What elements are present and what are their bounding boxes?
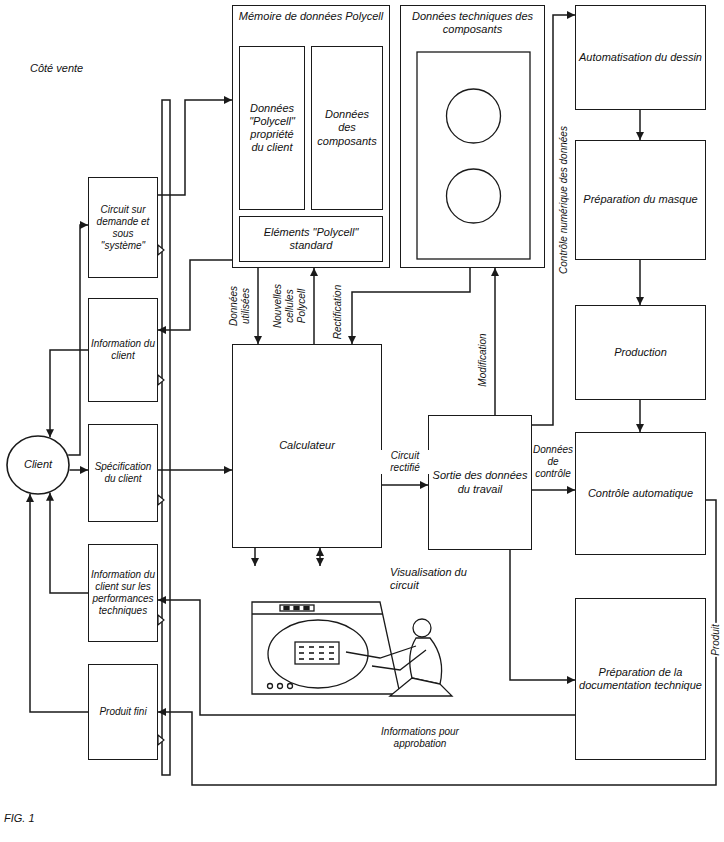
connector-label: Données de contrôle <box>532 444 574 480</box>
connector-arrow <box>532 489 575 491</box>
node-text: Visualisation du circuit <box>390 566 480 592</box>
connector-arrow <box>50 493 88 593</box>
sales-box: Information du client sur les performanc… <box>88 544 158 642</box>
connector-label: Circuit rectifié <box>381 450 429 474</box>
connector-arrow <box>68 225 88 455</box>
connector-label: Rectification <box>332 284 344 340</box>
console-art <box>240 566 480 700</box>
circles-art <box>401 6 544 267</box>
node-text: Eléments "Polycell" standard <box>243 226 379 252</box>
sales-box: Produit fini <box>88 664 158 760</box>
process-box: Préparation du masque <box>575 140 706 260</box>
connector-arrow <box>352 268 470 344</box>
node-text: Spécification du client <box>91 461 155 485</box>
node-text: Données "Polycell" propriété du client <box>243 102 301 155</box>
node-text: Préparation du masque <box>583 193 697 206</box>
connector-arrow <box>158 600 575 715</box>
process-box: Contrôle automatique <box>575 432 706 555</box>
node-text: Production <box>614 346 667 359</box>
bus-bar <box>162 100 170 775</box>
node-text: Mémoire de données Polycell <box>239 10 383 23</box>
connector-arrow <box>158 100 232 195</box>
connector-label: Données utilisées <box>228 280 252 332</box>
node-text: Calculateur <box>279 439 335 452</box>
side-label: Côté vente <box>30 62 83 74</box>
node-text: Données des composants <box>315 108 379 148</box>
connector-arrow <box>639 260 641 305</box>
connector-label: Contrôle numérique des données <box>558 125 570 275</box>
data-box: Données "Polycell" propriété du client <box>239 46 305 210</box>
bus-taps <box>158 245 164 745</box>
connector-arrow <box>30 494 88 712</box>
client-ellipse: Client <box>6 435 70 495</box>
connector-arrow <box>313 268 315 344</box>
node-text: Information du client sur les performanc… <box>91 569 155 617</box>
connector-arrow <box>319 548 321 566</box>
node-text: Circuit sur demande et sous "système" <box>91 204 155 252</box>
figure-number: FIG. 1 <box>4 812 35 824</box>
connector-arrow <box>510 550 575 680</box>
node-text: Données techniques des composants <box>404 10 541 36</box>
connector-label: Informations pour approbation <box>354 726 486 750</box>
connector-arrow <box>639 110 641 140</box>
connector-label: Modification <box>477 332 489 387</box>
sales-box: Circuit sur demande et sous "système" <box>88 177 158 278</box>
process-box: Préparation de la documentation techniqu… <box>575 598 706 760</box>
connector-label: Nouvelles cellules Polycell <box>272 279 308 333</box>
node-text: Automatisation du dessin <box>579 51 702 64</box>
memory-box: Mémoire de données PolycellDonnées "Poly… <box>232 5 390 268</box>
node-text: Produit fini <box>99 706 146 718</box>
computer-box: Calculateur <box>232 344 382 548</box>
connector-label: Produit <box>710 623 722 657</box>
connector-arrow <box>158 469 232 471</box>
sales-box: Information du client <box>88 298 158 402</box>
process-box: Automatisation du dessin <box>575 5 706 110</box>
connector-arrow <box>257 268 259 344</box>
node-text: Préparation de la documentation techniqu… <box>579 666 702 692</box>
node-text: Client <box>24 458 52 471</box>
connector-arrow <box>382 484 428 486</box>
output-box: Sortie des données du travail <box>428 415 532 550</box>
connector-arrow <box>70 469 88 471</box>
connector-arrow <box>639 400 641 432</box>
node-text: Sortie des données du travail <box>432 469 528 495</box>
connector-arrow <box>50 350 88 437</box>
display-console: Visualisation du circuit <box>240 566 480 700</box>
connector-arrow <box>254 548 256 566</box>
data-box: Eléments "Polycell" standard <box>239 216 383 262</box>
node-text: Information du client <box>91 338 155 362</box>
data-box: Données des composants <box>311 46 383 210</box>
node-text: Contrôle automatique <box>588 487 693 500</box>
sales-box: Spécification du client <box>88 424 158 522</box>
connector-arrow <box>494 268 496 415</box>
connector-arrow <box>158 260 232 330</box>
process-box: Production <box>575 305 706 400</box>
tech-data-box: Données techniques des composants <box>400 5 545 268</box>
